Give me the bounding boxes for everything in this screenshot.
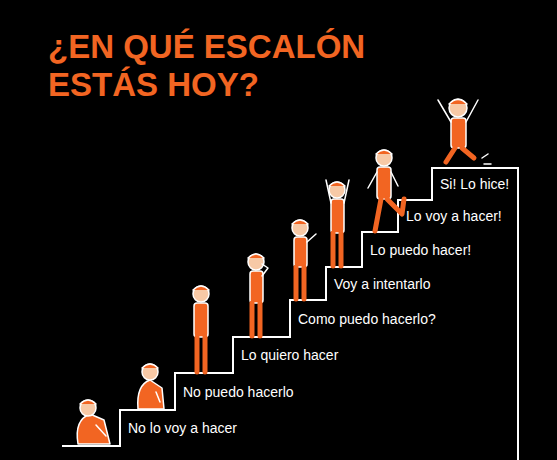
step-text: Si! Lo hice! (438, 175, 511, 193)
step-text: Lo quiero hacer (239, 346, 340, 364)
step-label: Lo voy a hacer! (404, 207, 504, 225)
step-text: Voy a intentarlo (332, 275, 433, 293)
thinking-figure (248, 254, 268, 336)
step-label: No puedo hacerlo (181, 383, 296, 401)
step-text: Lo voy a hacer! (404, 207, 504, 225)
jumping-figure (438, 99, 491, 164)
step-label: Lo puedo hacer! (368, 241, 473, 259)
standing-figure (193, 286, 209, 372)
step-text: No lo voy a hacer (126, 419, 239, 437)
figures (77, 99, 491, 444)
step-label: Si! Lo hice! (438, 175, 511, 193)
cheering-figure (326, 180, 349, 266)
step-text: Lo puedo hacer! (368, 241, 473, 259)
title: ¿EN QUÉ ESCALÓN ESTÁS HOY? (48, 28, 378, 104)
step-label: Voy a intentarlo (332, 275, 433, 293)
step-text: Como puedo hacerlo? (296, 310, 438, 328)
trying-figure (292, 220, 316, 299)
step-label: Como puedo hacerlo? (296, 310, 438, 328)
step-label: No lo voy a hacer (126, 419, 239, 437)
step-text: No puedo hacerlo (181, 383, 296, 401)
sitting-figure (77, 400, 110, 444)
crouching-figure (138, 364, 164, 409)
staircase-outline (62, 168, 518, 460)
walking-figure (368, 150, 404, 231)
step-label: Lo quiero hacer (239, 346, 340, 364)
